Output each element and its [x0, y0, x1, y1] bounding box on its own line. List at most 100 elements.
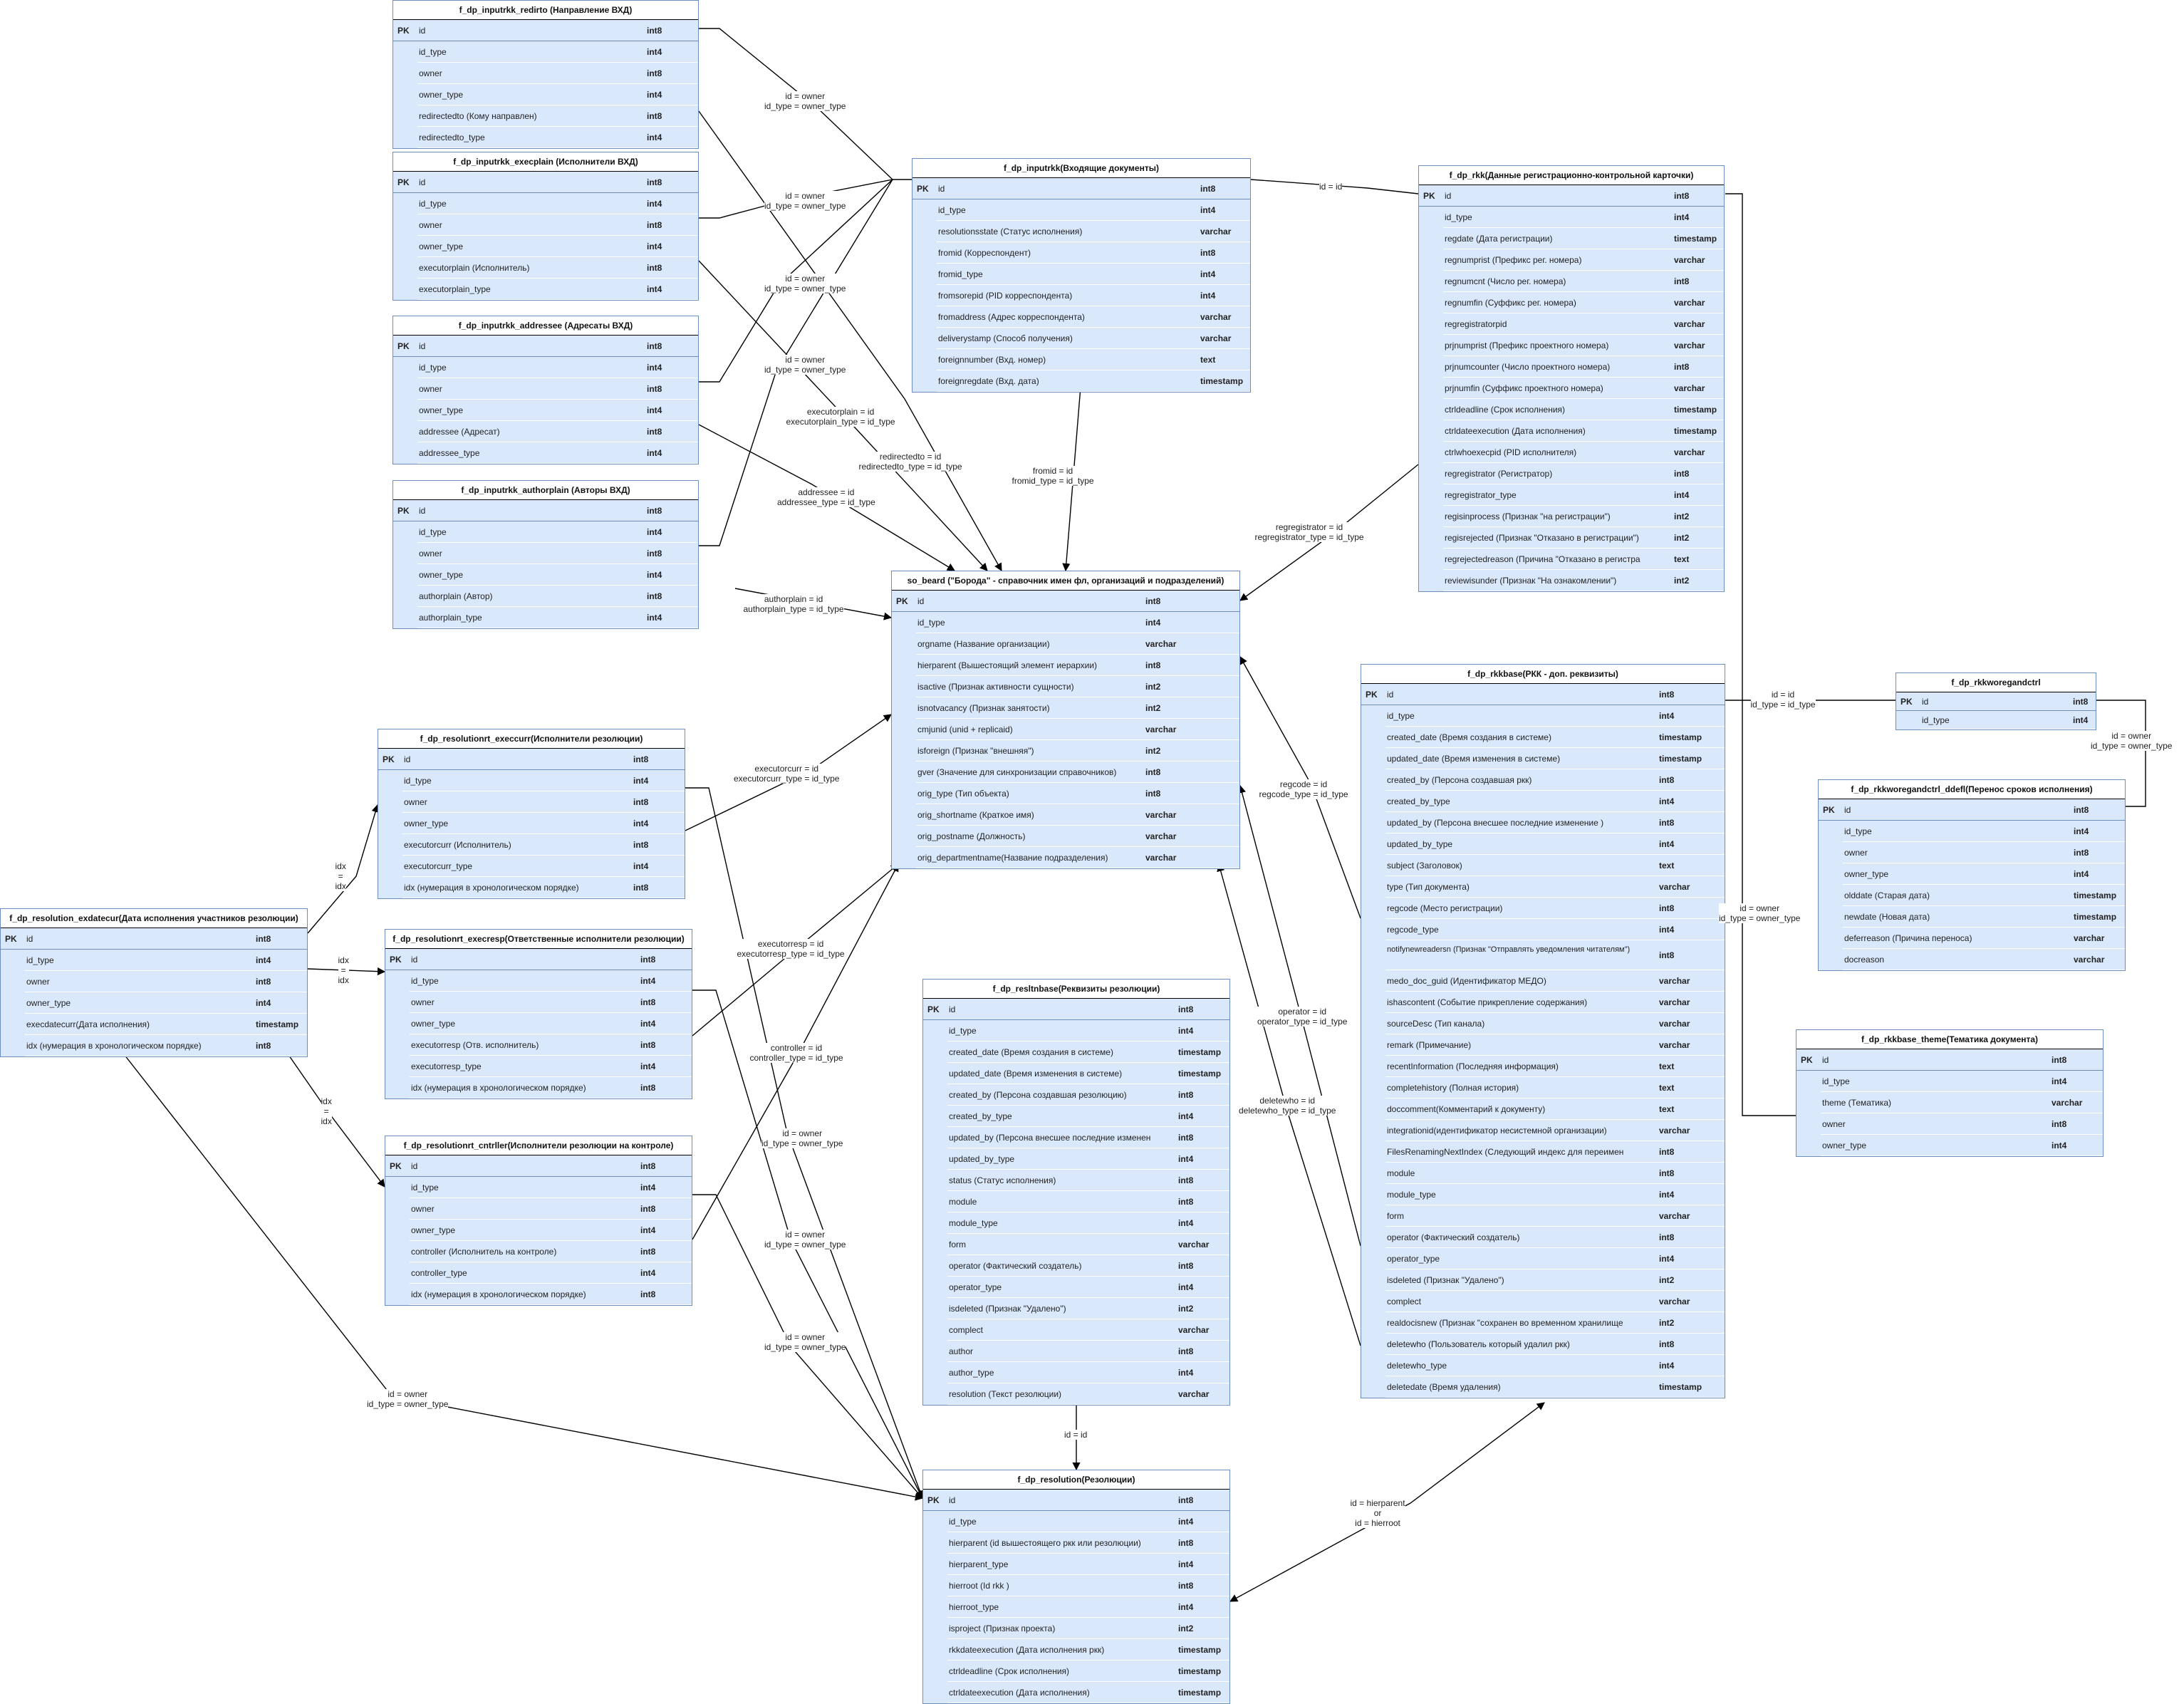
column-row[interactable]: gver (Значение для синхронизации справоч… [892, 762, 1239, 783]
column-row[interactable]: ctrldateexecution (Дата исполнения)times… [1419, 420, 1724, 442]
column-row[interactable]: updated_date (Время изменения в системе)… [1361, 748, 1725, 769]
table-execplain[interactable]: f_dp_inputrkk_execplain (Исполнители ВХД… [392, 152, 699, 301]
column-row[interactable]: orig_shortname (Краткое имя)varchar [892, 804, 1239, 826]
column-row[interactable]: ishascontent (Событие прикрепление содер… [1361, 992, 1725, 1013]
column-row[interactable]: remark (Примечание)varchar [1361, 1034, 1725, 1056]
column-row[interactable]: regcode (Место регистрации)int8 [1361, 898, 1725, 919]
column-row[interactable]: fromsorepid (PID корреспондента)int4 [912, 285, 1250, 306]
column-row[interactable]: authorplain (Автор)int8 [393, 586, 698, 607]
column-row[interactable]: execdatecurr(Дата исполнения)timestamp [1, 1014, 307, 1035]
table-soboard[interactable]: so_beard ("Борода" - справочник имен фл,… [891, 571, 1240, 869]
column-row[interactable]: executorplain (Исполнитель)int8 [393, 257, 698, 279]
table-execcurr[interactable]: f_dp_resolutionrt_execcurr(Исполнители р… [378, 729, 685, 899]
column-row[interactable]: rkkdateexecution (Дата исполнения ркк)ti… [923, 1639, 1229, 1661]
column-row[interactable]: prjnumcounter (Число проектного номера)i… [1419, 356, 1724, 378]
column-row[interactable]: recentInformation (Последняя информация)… [1361, 1056, 1725, 1077]
column-row[interactable]: regisrejected (Признак "Отказано в регис… [1419, 527, 1724, 549]
column-row[interactable]: idx (нумерация в хронологическом порядке… [1, 1035, 307, 1056]
column-row[interactable]: deletedate (Время удаления)timestamp [1361, 1376, 1725, 1398]
column-row[interactable]: isproject (Признак проекта)int2 [923, 1618, 1229, 1639]
column-row[interactable]: olddate (Старая дата)timestamp [1819, 885, 2125, 906]
column-row[interactable]: regregistrator (Регистратор)int8 [1419, 463, 1724, 484]
column-row[interactable]: isdeleted (Признак "Удалено")int2 [923, 1298, 1229, 1319]
table-execresp[interactable]: f_dp_resolutionrt_execresp(Ответственные… [385, 929, 692, 1099]
column-row[interactable]: isnotvacancy (Признак занятости)int2 [892, 697, 1239, 719]
column-row[interactable]: orig_type (Тип объекта)int8 [892, 783, 1239, 804]
column-row[interactable]: FilesRenamingNextIndex (Следующий индекс… [1361, 1141, 1725, 1163]
column-row[interactable]: notifynewreadersn (Признак "Отправлять у… [1361, 940, 1725, 970]
column-row[interactable]: prjnumprist (Префикс проектного номера)v… [1419, 335, 1724, 356]
column-row[interactable]: deferreason (Причина переноса)varchar [1819, 928, 2125, 949]
column-row[interactable]: regdate (Дата регистрации)timestamp [1419, 228, 1724, 249]
column-row[interactable]: fromaddress (Адрес корреспондента)varcha… [912, 306, 1250, 328]
column-row[interactable]: doccomment(Комментарий к документу)text [1361, 1098, 1725, 1120]
column-row[interactable]: redirectedto (Кому направлен)int8 [393, 105, 698, 127]
column-row[interactable]: cmjunid (unid + replicaid)varchar [892, 719, 1239, 740]
table-redirto[interactable]: f_dp_inputrkk_redirto (Направление ВХД)P… [392, 0, 699, 149]
column-row[interactable]: ctrldateexecution (Дата исполнения)times… [923, 1682, 1229, 1703]
column-row[interactable]: sourceDesc (Тип канала)varchar [1361, 1013, 1725, 1034]
column-row[interactable]: deliverystamp (Способ получения)varchar [912, 328, 1250, 349]
column-row[interactable]: idx (нумерация в хронологическом порядке… [385, 1284, 692, 1305]
column-row[interactable]: reviewisunder (Признак "На ознакомлении"… [1419, 570, 1724, 591]
column-row[interactable]: created_date (Время создания в системе)t… [923, 1041, 1229, 1063]
column-row[interactable]: executorcurr (Исполнитель)int8 [378, 834, 685, 856]
column-row[interactable]: type (Тип документа)varchar [1361, 876, 1725, 898]
column-row[interactable]: regrejectedreason (Причина "Отказано в р… [1419, 549, 1724, 570]
column-row[interactable]: newdate (Новая дата)timestamp [1819, 906, 2125, 928]
column-row[interactable]: updated_by (Персона внесшее последние из… [923, 1127, 1229, 1148]
column-row[interactable]: addressee (Адресат)int8 [393, 421, 698, 442]
column-row[interactable]: fromid (Корреспондент)int8 [912, 242, 1250, 264]
column-row[interactable]: created_by (Персона создавшая ркк)int8 [1361, 769, 1725, 791]
table-ddefl[interactable]: f_dp_rkkworegandctrl_ddefl(Перенос сроко… [1818, 779, 2126, 971]
column-row[interactable]: isactive (Признак активности сущности)in… [892, 676, 1239, 697]
column-row[interactable]: created_by (Персона создавшая резолюцию)… [923, 1084, 1229, 1106]
column-row[interactable]: operator (Фактический создатель)int8 [923, 1255, 1229, 1277]
